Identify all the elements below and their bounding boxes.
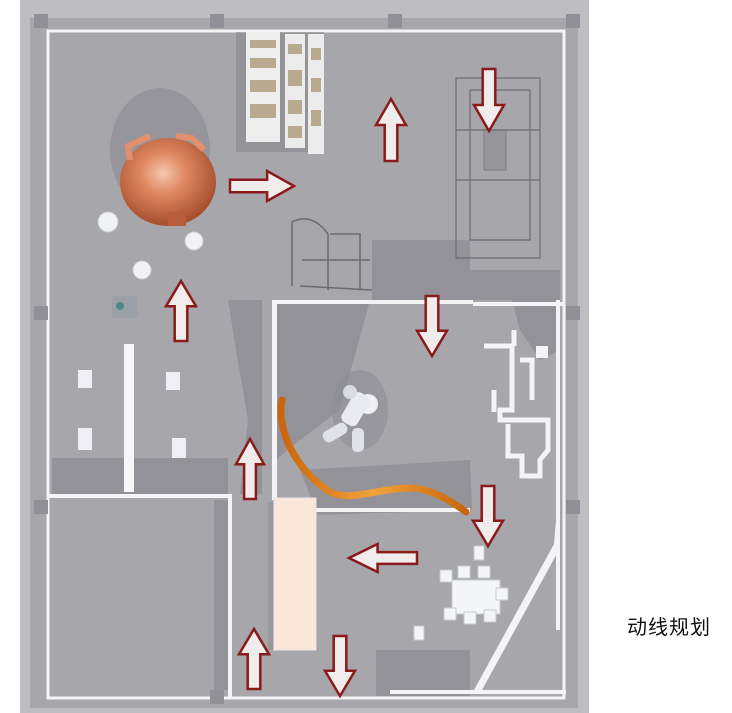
astronaut-model (322, 370, 388, 452)
info-panels (236, 32, 324, 154)
seating-cluster (413, 545, 509, 641)
arrow-down-top-right-icon (471, 67, 507, 134)
long-table (268, 497, 317, 651)
wire-frame-structure (291, 218, 373, 291)
column-markers (34, 14, 580, 704)
arrow-down-bottom-exit-icon (322, 634, 358, 699)
flow-arrows (163, 67, 507, 699)
outer-wall (46, 29, 566, 700)
planetarium-dome (110, 88, 216, 226)
interior-walls (48, 300, 566, 698)
diagram-caption: 动线规划 (627, 615, 711, 639)
stools (97, 211, 204, 318)
display-shelves (78, 344, 186, 492)
arrow-down-lower-right-icon (470, 484, 506, 549)
arrow-left-lower-center-icon (346, 541, 419, 575)
arrow-up-bottom-entrance-icon (236, 626, 272, 691)
arrow-down-center-right-icon (414, 294, 450, 359)
floor-plan (20, 0, 589, 713)
pipe-structure (484, 330, 551, 479)
arrow-up-center-top-icon (373, 96, 409, 163)
orange-ribbon (277, 396, 470, 516)
arrow-up-left-entrance-icon (163, 278, 199, 343)
arrow-up-center-corridor-icon (233, 436, 267, 501)
arrow-right-from-dome-icon (228, 168, 297, 204)
glass-cases (455, 77, 541, 259)
